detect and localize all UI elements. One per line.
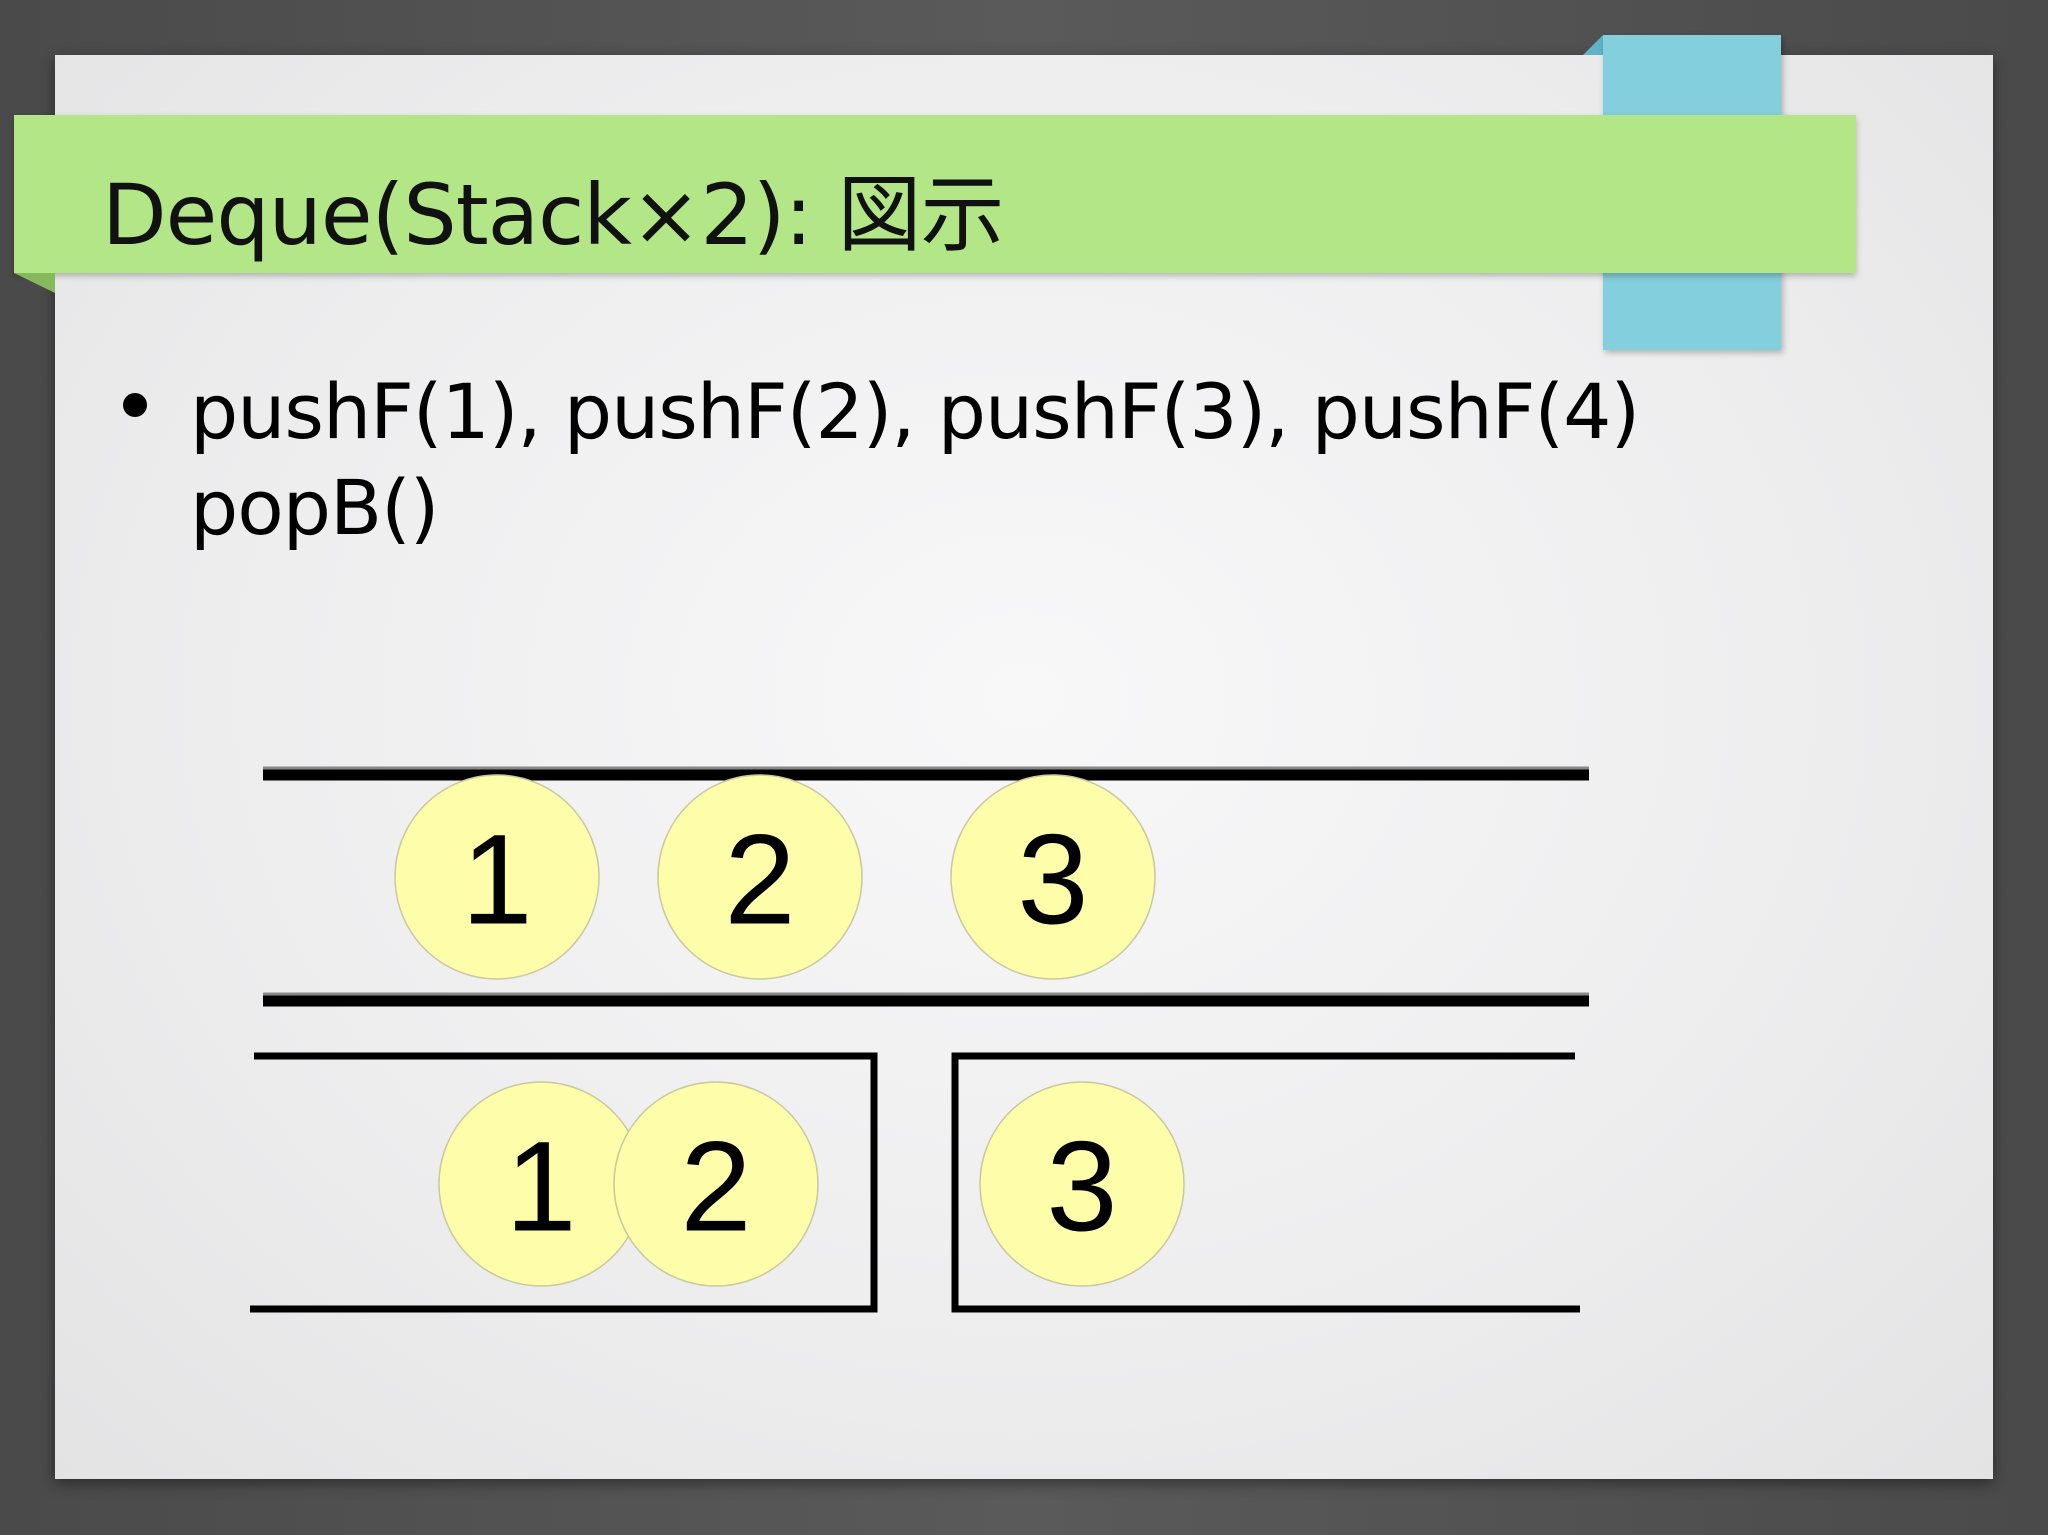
right-stack-node-1-circle	[979, 1081, 1185, 1287]
left-stack-node-1: 1	[438, 1081, 644, 1287]
deque-node-2: 2	[657, 774, 863, 980]
bullet-text-line-1: pushF(1), pushF(2), pushF(3), pushF(4)	[190, 367, 1640, 456]
right-stack-node-1-label: 3	[1046, 1116, 1117, 1259]
left-stack-container	[250, 1052, 878, 1313]
deque-node-2-label: 2	[724, 809, 795, 952]
deque-node-1-label: 1	[461, 809, 532, 952]
left-stack-node-2: 2	[613, 1081, 819, 1287]
deque-rails	[263, 766, 1589, 1007]
left-stack-node-2-label: 2	[680, 1116, 751, 1259]
right-stack-node-1: 3	[979, 1081, 1185, 1287]
title-fold	[14, 273, 55, 293]
title-bar	[14, 115, 1856, 273]
deque-node-3-circle	[950, 774, 1156, 980]
right-stack-container	[951, 1052, 1580, 1313]
bullet-dot	[123, 393, 147, 417]
deque-node-1: 1	[394, 774, 600, 980]
accent-fold	[1583, 35, 1603, 55]
deque-node-3-label: 3	[1017, 809, 1088, 952]
deque-node-2-circle	[657, 774, 863, 980]
deque-node-3: 3	[950, 774, 1156, 980]
left-stack-node-2-circle	[613, 1081, 819, 1287]
slide-title: Deque(Stack×2): 図示	[102, 166, 1005, 264]
deque-node-1-circle	[394, 774, 600, 980]
left-stack-node-1-label: 1	[505, 1116, 576, 1259]
bullet-text-line-2: popB()	[190, 463, 439, 552]
